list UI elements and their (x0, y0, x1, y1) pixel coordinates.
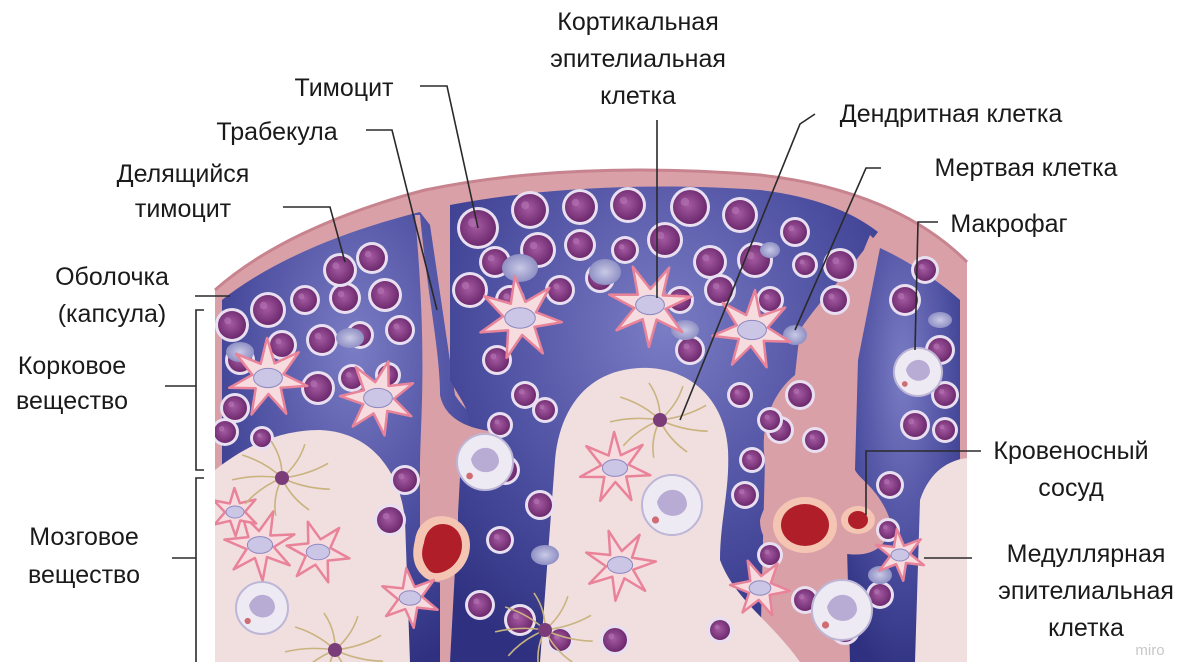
thymocyte (390, 465, 420, 495)
thymocyte (722, 197, 758, 233)
thymocyte (675, 335, 705, 365)
thymocyte (250, 292, 286, 328)
macrophage-cell (894, 348, 942, 396)
dead-cell (336, 328, 364, 348)
thymocyte (465, 590, 495, 620)
label-medullary-epithelial-2: эпителиальная (998, 577, 1174, 605)
thymocyte (532, 397, 558, 423)
thymocyte (610, 187, 646, 223)
thymocyte (876, 471, 904, 499)
thymocyte (727, 382, 753, 408)
thymocyte (329, 282, 361, 314)
label-medullary-epithelial-3: клетка (1048, 614, 1124, 642)
label-medulla-2: вещество (28, 561, 140, 589)
thymocyte (250, 426, 274, 450)
thymocyte (301, 371, 335, 405)
label-cortical-epithelial-1: Кортикальная (557, 8, 719, 36)
label-cortex-1: Корковое (18, 352, 126, 380)
thymocyte (693, 245, 727, 279)
thymocyte (356, 242, 388, 274)
thymocyte (600, 625, 630, 655)
label-trabecula: Трабекула (216, 118, 337, 146)
label-cortical-epithelial-3: клетка (600, 82, 676, 110)
thymocyte (739, 447, 765, 473)
label-medulla-1: Мозговое (29, 523, 138, 551)
thymocyte (900, 410, 930, 440)
label-blood-vessel-1: Кровеносный (993, 437, 1148, 465)
label-blood-vessel-2: сосуд (1038, 474, 1104, 502)
thymocyte (707, 617, 733, 643)
thymocyte (802, 427, 828, 453)
label-cortex-2: вещество (16, 387, 128, 415)
dead-cell (502, 254, 538, 282)
thymocyte (731, 481, 759, 509)
dead-cell (928, 312, 952, 328)
thymocyte (385, 315, 415, 345)
macrophage-cell (812, 580, 872, 640)
thymocyte (564, 229, 596, 261)
thymocyte (215, 308, 249, 342)
thymocyte (323, 253, 357, 287)
label-dividing-thymocyte-1: Делящийся (117, 160, 250, 188)
thymocyte (911, 256, 939, 284)
thymocyte (290, 285, 320, 315)
thymocyte (647, 222, 683, 258)
thymocyte (452, 272, 488, 308)
thymocyte (780, 217, 810, 247)
label-thymocyte: Тимоцит (295, 74, 395, 102)
thymocyte (932, 417, 958, 443)
thymocyte (670, 187, 710, 227)
thymocyte (611, 236, 639, 264)
thymocyte (306, 324, 338, 356)
label-macrophage: Макрофаг (950, 210, 1067, 238)
thymocyte (486, 526, 514, 554)
thymocyte (511, 191, 549, 229)
thymocyte (704, 274, 736, 306)
label-dead-cell: Мертвая клетка (935, 154, 1118, 182)
macrophage-cell (642, 475, 702, 535)
label-cortical-epithelial-2: эпителиальная (550, 45, 726, 73)
dead-cell (531, 545, 559, 565)
thymocyte (820, 285, 850, 315)
macrophage-cell (236, 582, 288, 634)
thymocyte (785, 380, 815, 410)
label-capsule-2: (капсула) (58, 300, 167, 328)
macrophage-cell (457, 434, 513, 490)
thymocyte (562, 189, 598, 225)
dead-cell (589, 259, 621, 285)
thymocyte (757, 407, 783, 433)
label-dendritic-cell: Дендритная клетка (840, 100, 1063, 128)
thymocyte (757, 542, 783, 568)
thymocyte (525, 490, 555, 520)
thymocyte (368, 278, 402, 312)
thymocyte (211, 418, 239, 446)
watermark: miro (1135, 642, 1164, 659)
thymocyte (374, 504, 406, 536)
label-dividing-thymocyte-2: тимоцит (135, 195, 232, 223)
label-medullary-epithelial-1: Медуллярная (1007, 540, 1166, 568)
dead-cell (760, 242, 780, 258)
thymocyte (792, 252, 818, 278)
label-capsule-1: Оболочка (55, 263, 169, 291)
